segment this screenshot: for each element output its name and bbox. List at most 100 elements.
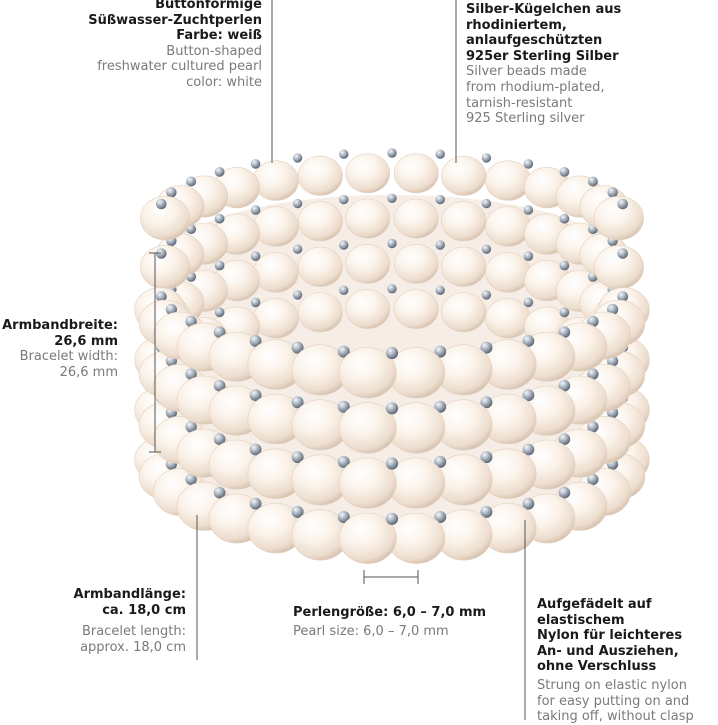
bracelet-width-de-2: 26,6 mm <box>54 333 118 349</box>
silver-bead <box>434 511 447 523</box>
silver-bead <box>480 505 493 518</box>
silver-bead <box>339 240 349 250</box>
silver-bead <box>480 341 493 354</box>
silver-bead <box>291 396 304 409</box>
silver-bead <box>292 290 303 300</box>
silver-bead <box>337 345 350 358</box>
pearl <box>441 155 487 196</box>
silver-bead <box>213 433 226 446</box>
silver-bead <box>385 402 399 415</box>
pearl-type-de-1: Buttonförmige <box>155 0 262 12</box>
silver-beads-de-1: Silber-Kügelchen aus <box>466 2 622 17</box>
silver-bead <box>385 512 399 525</box>
silver-bead <box>337 400 350 413</box>
silver-bead <box>250 251 261 261</box>
pearl <box>338 512 397 564</box>
silver-bead <box>481 198 492 209</box>
pearl <box>441 246 487 287</box>
silver-bead <box>481 153 492 163</box>
stringing-en-1: Strung on elastic nylon <box>537 677 687 693</box>
silver-bead <box>185 473 197 486</box>
silver-bead <box>559 260 570 271</box>
pearl <box>297 292 343 333</box>
pearl <box>297 201 343 242</box>
pearl <box>253 298 299 339</box>
silver-bead <box>617 198 628 210</box>
pearl <box>345 289 391 330</box>
silver-bead <box>339 285 349 295</box>
silver-bead <box>156 248 167 259</box>
bracelet-width-en-2: 26,6 mm <box>59 364 118 380</box>
silver-bead <box>250 297 261 308</box>
pearl <box>345 153 391 194</box>
silver-bead <box>522 335 535 347</box>
silver-bead <box>387 148 397 158</box>
silver-bead <box>617 291 629 302</box>
silver-bead <box>587 421 599 433</box>
pearl-size-label: Perlengröße: 6,0 – 7,0 mm Pearl size: 6,… <box>293 605 486 639</box>
silver-bead <box>522 443 535 456</box>
pearl <box>140 196 191 241</box>
silver-bead <box>480 451 493 464</box>
silver-bead <box>435 194 445 205</box>
silver-bead <box>155 291 167 302</box>
bracelet-length-label: Armbandlänge: ca. 18,0 cm Bracelet lengt… <box>74 587 186 655</box>
silver-bead <box>250 205 261 215</box>
silver-bead <box>291 451 304 464</box>
pearl <box>345 198 391 239</box>
silver-bead <box>214 167 225 177</box>
annotation-lines <box>149 0 526 720</box>
stringing-de-4: An- und Ausziehen, <box>537 643 679 659</box>
pearl-type-de-3: Farbe: weiß <box>176 28 262 44</box>
silver-bead <box>587 368 599 380</box>
silver-beads-de-2: rhodiniertem, <box>466 17 567 33</box>
silver-bead <box>249 389 262 402</box>
silver-bead <box>523 251 534 261</box>
pearl <box>338 457 397 509</box>
silver-bead <box>558 486 571 499</box>
stringing-de-5: ohne Verschluss <box>537 659 657 675</box>
silver-bead <box>558 379 571 392</box>
silver-bead <box>214 213 225 224</box>
silver-bead <box>339 149 349 159</box>
silver-bead <box>481 290 492 300</box>
pearl <box>441 201 487 242</box>
silver-bead <box>387 193 397 203</box>
pearl <box>253 206 299 247</box>
silver-bead <box>214 307 225 318</box>
pearl <box>393 153 439 194</box>
stringing-de-2: elastischem <box>537 612 625 628</box>
pearl <box>297 155 343 196</box>
stringing-de-1: Aufgefädelt auf <box>537 597 652 612</box>
silver-beads-label: Silber-Kügelchen aus rhodiniertem, anlau… <box>466 2 621 127</box>
silver-bead <box>250 159 261 169</box>
stringing-de-3: Nylon für leichteres <box>537 628 683 644</box>
silver-bead <box>558 326 571 339</box>
silver-bead <box>292 244 303 254</box>
silver-bead <box>435 149 445 159</box>
pearl <box>338 347 397 399</box>
silver-bead <box>587 176 598 187</box>
pearl <box>253 252 299 293</box>
silver-beads-en-2: from rhodium-plated, <box>466 79 605 95</box>
pearl <box>297 246 343 287</box>
silver-bead <box>559 167 570 177</box>
silver-bead <box>607 187 618 198</box>
silver-beads-en-3: tarnish-resistant <box>466 95 573 111</box>
bracelet-width-label: Armbandbreite: 26,6 mm Bracelet width: 2… <box>2 318 118 380</box>
silver-beads-en-1: Silver beads made <box>466 64 587 80</box>
silver-bead <box>249 443 262 456</box>
stringing-en-3: taking off, without clasp <box>537 709 694 725</box>
silver-bead <box>522 389 535 402</box>
silver-bead <box>166 187 177 198</box>
silver-beads-en-4: 925 Sterling silver <box>466 111 585 127</box>
silver-bead <box>213 486 226 499</box>
pearl <box>593 196 644 241</box>
silver-bead <box>185 421 197 433</box>
pearl-type-en-3: color: white <box>186 74 262 90</box>
bracelet-length-de-2: ca. 18,0 cm <box>102 602 186 618</box>
silver-bead <box>617 248 628 259</box>
pearl <box>345 243 391 284</box>
silver-beads-de-4: 925er Sterling Silber <box>466 48 619 64</box>
